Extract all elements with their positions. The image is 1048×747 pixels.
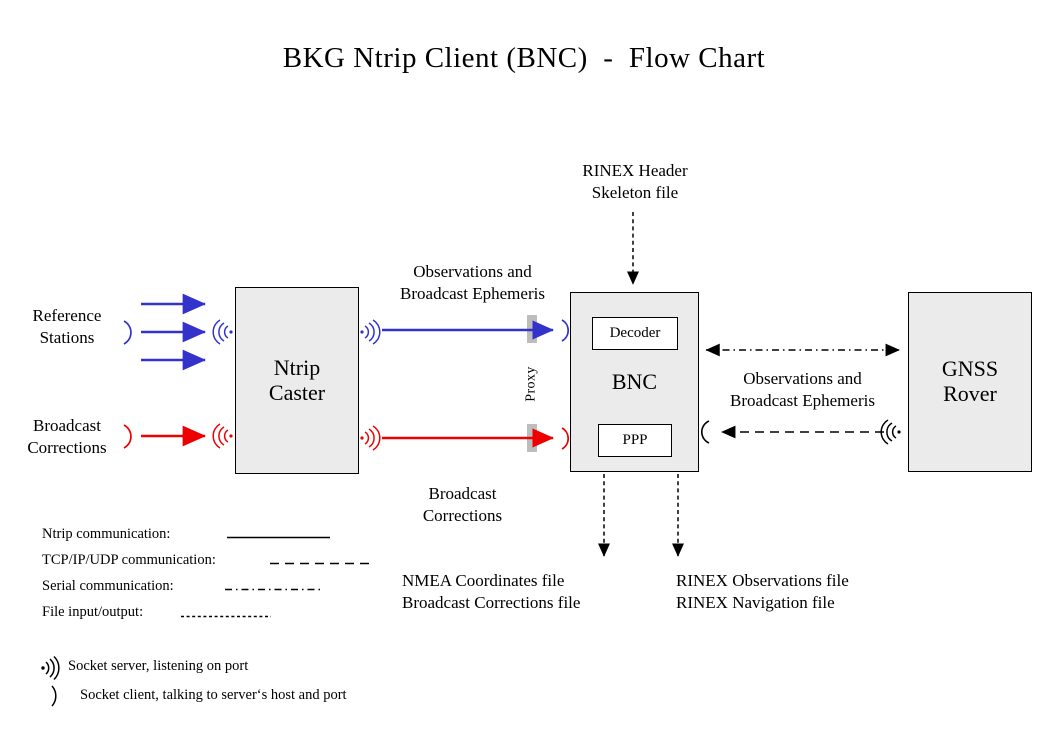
node-bnc-decoder-label: Decoder: [609, 325, 661, 341]
node-bnc-ppp[interactable]: PPP: [598, 424, 672, 457]
page-title: BKG Ntrip Client (BNC) - Flow Chart: [282, 42, 766, 74]
socket-client-icon: [561, 427, 569, 450]
legend-label-tcpip: TCP/IP/UDP communication:: [42, 552, 216, 568]
node-bnc-label: BNC: [611, 368, 658, 394]
socket-server-icon: [360, 319, 381, 345]
label-observations-ephemeris-right: Observations and Broadcast Ephemeris: [730, 369, 875, 410]
proxy-bar-lower: [527, 424, 537, 452]
legend-socket-row: Socket client, talking to server‘s host …: [38, 683, 458, 711]
label-reference-stations: Reference Stations: [32, 306, 102, 347]
legend-swatch-solid: [227, 536, 330, 539]
legend-swatch-dash-dot: [225, 588, 321, 591]
socket-server-icon: [212, 423, 233, 449]
legend-label-serial: Serial communication:: [42, 578, 174, 594]
socket-server-icon: [360, 425, 381, 451]
node-gnss-rover[interactable]: GNSS Rover: [908, 292, 1032, 472]
socket-server-icon: [41, 655, 60, 681]
proxy-bar-upper: [527, 315, 537, 343]
legend-label-socket-server: Socket server, listening on port: [68, 658, 249, 674]
socket-server-icon: [880, 419, 901, 445]
socket-client-icon: [561, 319, 569, 342]
label-output-files-right: RINEX Observations file RINEX Navigation…: [676, 571, 849, 612]
label-observations-ephemeris-left: Observations and Broadcast Ephemeris: [400, 262, 545, 303]
label-broadcast-corrections-mid: Broadcast Corrections: [422, 484, 503, 525]
legend-socket-symbols: Socket server, listening on port Socket …: [38, 655, 458, 711]
label-output-files-left: NMEA Coordinates file Broadcast Correcti…: [402, 571, 581, 612]
node-bnc-ppp-label: PPP: [622, 432, 648, 448]
legend-swatch-long-dash: [270, 562, 373, 565]
legend-label-ntrip: Ntrip communication:: [42, 526, 171, 542]
legend-line-styles: Ntrip communication: TCP/IP/UDP communic…: [42, 525, 373, 629]
legend-socket-row: Socket server, listening on port: [38, 655, 458, 683]
legend-row: Ntrip communication:: [42, 525, 372, 551]
socket-client-icon: [51, 685, 57, 707]
socket-client-icon: [701, 420, 710, 444]
node-gnss-rover-label: GNSS Rover: [941, 356, 999, 406]
legend-row: Serial communication:: [42, 577, 372, 603]
node-bnc-decoder[interactable]: Decoder: [592, 317, 678, 350]
legend-row: File input/output:: [42, 603, 372, 629]
node-ntrip-caster-label: Ntrip Caster: [268, 354, 326, 405]
node-ntrip-caster[interactable]: Ntrip Caster: [235, 287, 359, 474]
legend-label-file-io: File input/output:: [42, 604, 144, 620]
label-broadcast-corrections-input: Broadcast Corrections: [27, 416, 107, 457]
legend-label-socket-client: Socket client, talking to server‘s host …: [80, 687, 347, 703]
legend-row: TCP/IP/UDP communication:: [42, 551, 373, 577]
socket-server-icon: [212, 319, 233, 345]
legend-swatch-dotted: [181, 615, 271, 618]
label-rinex-skeleton-file: RINEX Header Skeleton file: [582, 161, 688, 202]
proxy-label: Proxy: [523, 366, 539, 402]
